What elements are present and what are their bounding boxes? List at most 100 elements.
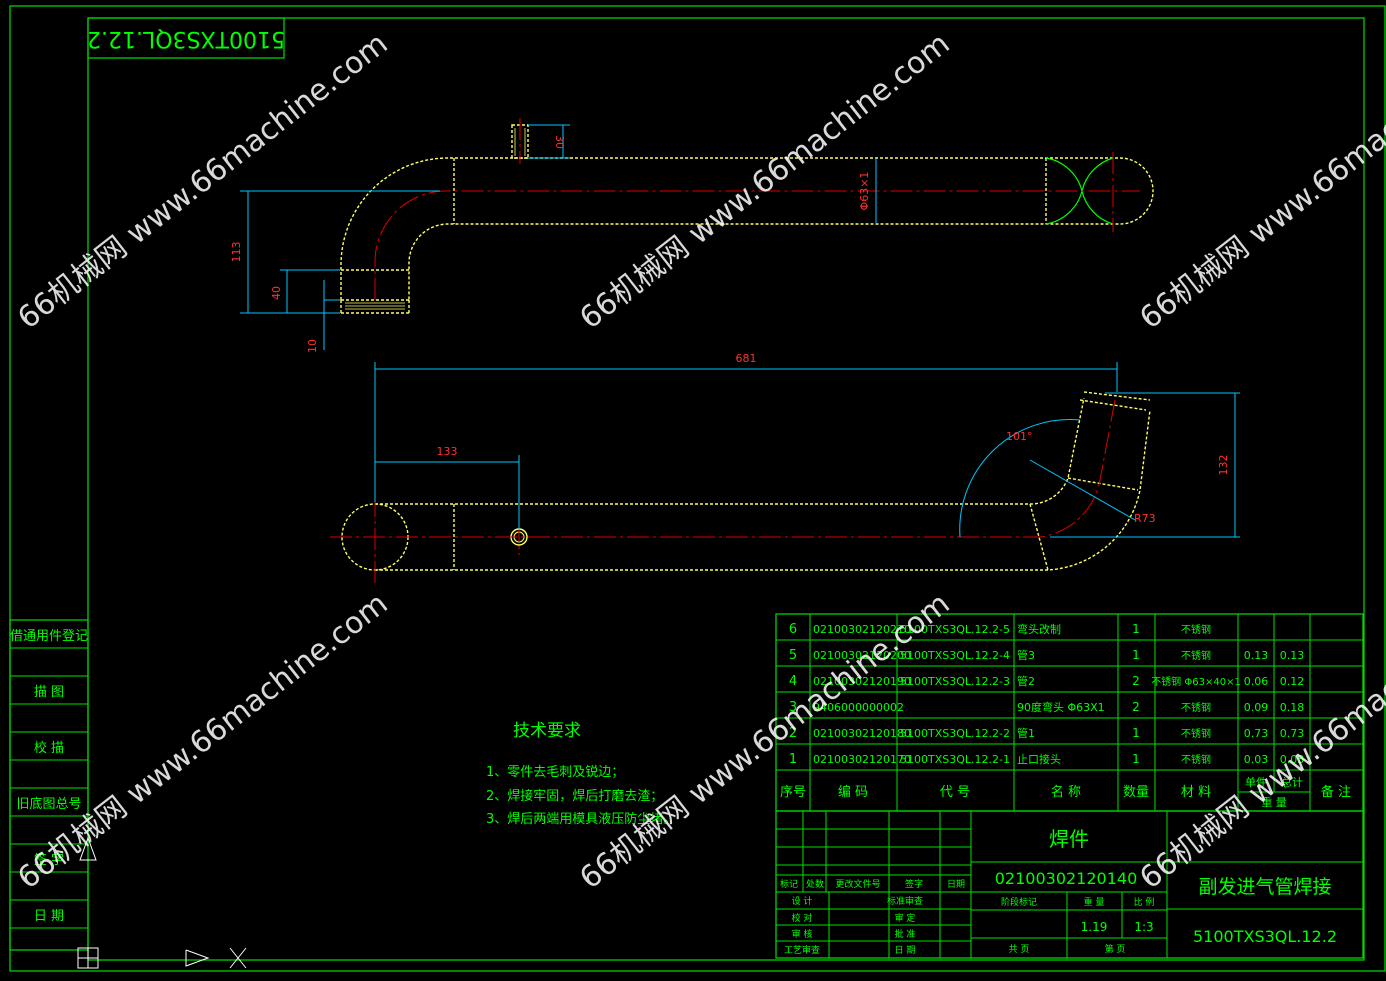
front-dimensions bbox=[374, 362, 1240, 538]
bom-cell-no: 4 bbox=[789, 674, 797, 689]
bom-cell-no: 5 bbox=[789, 648, 797, 663]
bom-cell-unit: 0.06 bbox=[1244, 675, 1269, 688]
bom-cell-mat: 不锈钢 Φ63×40×1 bbox=[1151, 675, 1241, 688]
bom-cell-mat: 不锈钢 bbox=[1181, 701, 1211, 714]
bom-cell-total: 0.13 bbox=[1280, 649, 1305, 662]
dim-dia63: Φ63×1 bbox=[858, 172, 871, 211]
dim-r73: R73 bbox=[1134, 512, 1156, 525]
dim-30: 30 bbox=[553, 135, 566, 149]
tb-label: 审 核 bbox=[792, 928, 813, 940]
warning-triangle-icon bbox=[79, 836, 97, 861]
bom-cell-mat: 不锈钢 bbox=[1181, 623, 1211, 636]
bom-cell-dwg: 5100TXS3QL.12.2-1 bbox=[900, 753, 1010, 766]
bom-header: 名 称 bbox=[1051, 784, 1081, 800]
stamp-label: 描 图 bbox=[34, 685, 64, 700]
tb-label: 处数 bbox=[806, 878, 824, 890]
bom-cell-no: 2 bbox=[789, 726, 797, 741]
tech-item: 1、零件去毛刺及锐边； bbox=[486, 765, 624, 780]
bom-cell-dwg: 5100TXS3QL.12.2-5 bbox=[900, 623, 1010, 636]
bom-cell-qty: 1 bbox=[1132, 726, 1140, 740]
tb-label: 重 量 bbox=[1084, 896, 1105, 908]
bom-cell-qty: 1 bbox=[1132, 648, 1140, 662]
stamp-label: 签 字 bbox=[34, 852, 64, 868]
bom-cell-qty: 1 bbox=[1132, 752, 1140, 766]
dim-113: 113 bbox=[230, 242, 243, 263]
bom-cell-total: 0.03 bbox=[1280, 753, 1305, 766]
dim-133: 133 bbox=[437, 445, 458, 458]
bom-cell-unit: 0.13 bbox=[1244, 649, 1269, 662]
bom-cell-mat: 不锈钢 bbox=[1181, 727, 1211, 740]
bom-cell-name: 管2 bbox=[1017, 674, 1035, 688]
bom-cell-name: 管3 bbox=[1017, 648, 1035, 662]
bom-cell-code: 02100302120190 bbox=[813, 675, 911, 688]
tb-label: 标准审查 bbox=[887, 895, 923, 907]
bom-header: 单件 bbox=[1245, 776, 1267, 789]
bom-cell-total: 0.18 bbox=[1280, 701, 1305, 714]
bom-header: 编 码 bbox=[838, 785, 868, 800]
bom-header: 重 量 bbox=[1261, 795, 1287, 809]
tb-label: 校 对 bbox=[792, 912, 813, 924]
ucs-icon bbox=[77, 947, 247, 969]
bom-header: 代 号 bbox=[940, 785, 970, 800]
tb-label: 标记 bbox=[780, 878, 798, 890]
code-box: 5100TXS3QL.12.2 bbox=[87, 17, 285, 59]
bom-cell-no: 1 bbox=[789, 752, 797, 767]
bom-cell-no: 3 bbox=[789, 700, 797, 715]
drawing-frame bbox=[9, 5, 1386, 972]
dim-40: 40 bbox=[270, 286, 283, 300]
bom-header: 总计 bbox=[1281, 775, 1303, 789]
bom-cell-code: 9406000000002 bbox=[813, 701, 904, 714]
bom-cell-dwg: 5100TXS3QL.12.2-4 bbox=[900, 649, 1010, 662]
bom-cell-dwg: 5100TXS3QL.12.2-3 bbox=[900, 675, 1010, 688]
tb-label: 日期 bbox=[947, 879, 965, 890]
bom-cell-mat: 不锈钢 bbox=[1181, 753, 1211, 766]
tb-label: 批 准 bbox=[895, 928, 916, 940]
rotated-drawing-code: 5100TXS3QL.12.2 bbox=[87, 26, 285, 51]
bom-cell-unit: 0.09 bbox=[1244, 701, 1269, 714]
stamp-label: 借通用件登记 bbox=[10, 629, 88, 644]
tb-label: 签字 bbox=[905, 878, 923, 890]
bom-cell-qty: 2 bbox=[1132, 700, 1140, 714]
bom-cell-qty: 1 bbox=[1132, 622, 1140, 636]
tech-title: 技术要求 bbox=[513, 721, 581, 741]
dim-angle-101: 101° bbox=[1006, 430, 1033, 443]
stamp-label: 校 描 bbox=[34, 740, 64, 756]
bom-cell-qty: 2 bbox=[1132, 674, 1140, 688]
bom-cell-name: 90度弯头 Φ63X1 bbox=[1017, 700, 1105, 714]
bom-cell-total: 0.73 bbox=[1280, 727, 1305, 740]
tb-label: 设 计 bbox=[792, 895, 813, 907]
bom-cell-name: 弯头改制 bbox=[1017, 622, 1061, 636]
title-block: 标记 处数 更改文件号 签字 日期 设 计 标准审查 校 对 审 定 审 核 批… bbox=[775, 810, 1364, 959]
top-view: 30 113 40 10 Φ63×1 bbox=[230, 118, 1154, 353]
dim-10: 10 bbox=[306, 339, 319, 353]
bom-cell-code: 02100302120170 bbox=[813, 753, 911, 766]
dim-681: 681 bbox=[736, 352, 757, 365]
part-type: 焊件 bbox=[1049, 827, 1089, 851]
stamp-label: 日 期 bbox=[34, 909, 64, 924]
tb-label: 第 页 bbox=[1105, 943, 1126, 955]
tb-label: 日 期 bbox=[895, 945, 916, 956]
tb-label: 审 定 bbox=[895, 912, 916, 924]
dim-132: 132 bbox=[1217, 455, 1230, 476]
bom-cell-name: 止口接头 bbox=[1017, 753, 1061, 766]
bom-header: 材 料 bbox=[1181, 785, 1211, 800]
bom-cell-name: 管1 bbox=[1017, 726, 1035, 740]
top-view-hatch bbox=[345, 128, 526, 310]
tb-label: 工艺审查 bbox=[784, 944, 820, 956]
part-code: 02100302120140 bbox=[995, 869, 1138, 888]
stamp-label: 旧底图总号 bbox=[16, 796, 81, 812]
top-dimensions bbox=[240, 124, 877, 350]
part-scale: 1:3 bbox=[1134, 920, 1153, 934]
tb-label: 比 例 bbox=[1134, 896, 1155, 908]
top-view-outline bbox=[340, 124, 1154, 314]
part-name: 副发进气管焊接 bbox=[1198, 876, 1331, 898]
bom-cell-unit: 0.73 bbox=[1244, 727, 1269, 740]
drawing-number: 5100TXS3QL.12.2 bbox=[1193, 927, 1337, 946]
front-view: 681 133 132 101° R73 bbox=[330, 352, 1240, 585]
part-weight: 1.19 bbox=[1081, 920, 1108, 934]
bom-cell-total: 0.12 bbox=[1280, 675, 1305, 688]
bom-header: 序号 bbox=[780, 785, 806, 800]
bom-cell-code: 02100302120180 bbox=[813, 727, 911, 740]
